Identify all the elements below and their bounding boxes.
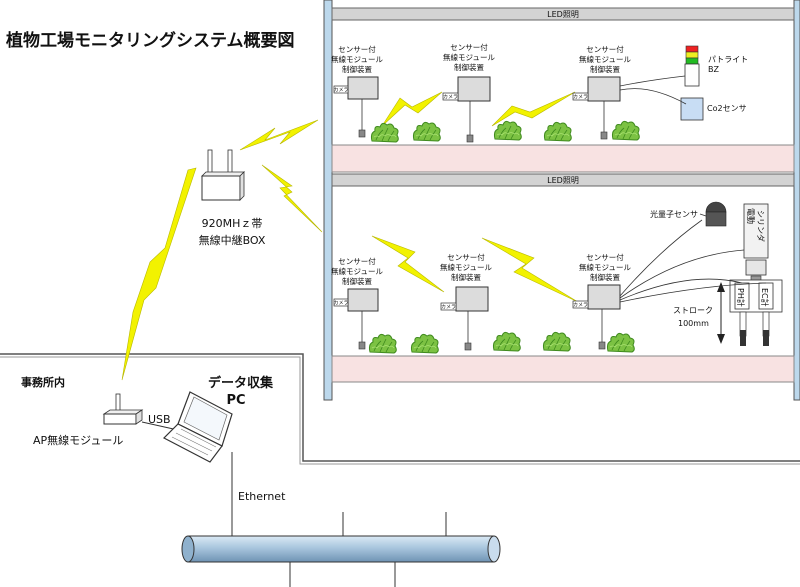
ap-module-icon <box>102 393 144 425</box>
svg-text:制御装置: 制御装置 <box>451 272 481 282</box>
wireless-bolt-relay-to-shelf-upper <box>239 119 319 151</box>
patlite-icon <box>684 45 700 87</box>
wireless-bolt-upper-1 <box>381 91 443 127</box>
svg-text:センサー付: センサー付 <box>338 44 376 54</box>
stroke-value: 100mm <box>678 319 709 328</box>
sensor-module-upper-2: センサー付 無線モジュール 制御装置 カメラ <box>442 42 495 143</box>
sensor-module-lower-1: センサー付 無線モジュール 制御装置 カメラ <box>331 256 383 350</box>
sensor-module-upper-1: センサー付 無線モジュール 制御装置 カメラ <box>331 44 383 138</box>
svg-text:制御装置: 制御装置 <box>342 64 372 74</box>
office-label: 事務所内 <box>21 375 65 389</box>
usb-cable <box>141 421 179 431</box>
wireless-bolt-lower-2 <box>481 237 579 303</box>
svg-text:無線モジュール: 無線モジュール <box>579 54 631 64</box>
svg-text:センサー付: センサー付 <box>450 42 488 52</box>
office-wall <box>0 353 800 462</box>
svg-text:センサー付: センサー付 <box>447 252 485 262</box>
svg-text:無線モジュール: 無線モジュール <box>331 54 383 64</box>
light-sensor-label: 光量子センサ <box>650 209 698 219</box>
sensor-module-upper-3: センサー付 無線モジュール 制御装置 カメラ <box>572 44 631 140</box>
wireless-bolt-lower-1 <box>371 235 445 293</box>
stroke-arrow-icon <box>717 282 725 344</box>
ethernet-backbone-cable <box>181 535 501 563</box>
led-light-bar-lower <box>331 173 795 187</box>
ap-module-label: AP無線モジュール <box>33 433 123 447</box>
page-title: 植物工場モニタリングシステム概要図 <box>6 30 295 51</box>
ethernet-label: Ethernet <box>238 490 286 503</box>
patlite-label: パトライト <box>708 55 748 64</box>
pc-label-1: データ収集 <box>208 375 274 391</box>
sensor-module-lower-3: センサー付 無線モジュール 制御装置 カメラ <box>572 252 631 350</box>
cylinder-label-2: シリンダ <box>756 210 766 242</box>
ph-meter-label: PH計 <box>736 288 746 307</box>
svg-text:カメラ: カメラ <box>333 88 348 94</box>
svg-text:制御装置: 制御装置 <box>590 64 620 74</box>
co2-sensor-label: Co2センサ <box>707 104 747 113</box>
svg-text:制御装置: 制御装置 <box>342 276 372 286</box>
svg-text:無線モジュール: 無線モジュール <box>443 52 495 62</box>
led-label-upper: LED照明 <box>547 10 579 19</box>
svg-text:制御装置: 制御装置 <box>454 62 484 72</box>
grow-bed-lower <box>331 355 795 383</box>
sensor-wires <box>619 219 767 303</box>
shelf-post-right <box>793 0 800 401</box>
grow-bed-upper <box>331 144 795 173</box>
svg-text:無線モジュール: 無線モジュール <box>331 266 383 276</box>
wireless-bolt-upper-2 <box>491 91 576 127</box>
svg-text:カメラ: カメラ <box>573 95 588 101</box>
shelf-post-left <box>323 0 333 401</box>
patlite-bz-label: BZ <box>708 65 719 74</box>
sensor-module-lower-2: センサー付 無線モジュール 制御装置 カメラ <box>440 252 492 351</box>
svg-text:カメラ: カメラ <box>333 301 348 307</box>
wireless-bolt-ap-to-relay <box>121 167 197 381</box>
led-label-lower: LED照明 <box>547 176 579 185</box>
lettuce-row-lower <box>368 331 635 354</box>
svg-text:無線モジュール: 無線モジュール <box>440 262 492 272</box>
svg-text:制御装置: 制御装置 <box>590 272 620 282</box>
svg-text:カメラ: カメラ <box>443 95 458 101</box>
svg-text:カメラ: カメラ <box>441 305 456 311</box>
svg-text:カメラ: カメラ <box>573 303 588 309</box>
relay-box-label-1: 920MHｚ帯 <box>202 217 263 230</box>
relay-box-label-2: 無線中継BOX <box>199 233 266 247</box>
cylinder-label-1: 電動 <box>746 208 755 224</box>
relay-box-icon <box>201 149 245 201</box>
stroke-label: ストローク <box>673 306 713 315</box>
electric-cylinder-icon <box>743 203 769 282</box>
svg-text:センサー付: センサー付 <box>586 44 624 54</box>
svg-text:センサー付: センサー付 <box>338 256 376 266</box>
svg-text:センサー付: センサー付 <box>586 252 624 262</box>
usb-label: USB <box>148 413 171 426</box>
pc-label-2: PC <box>226 393 245 408</box>
co2-sensor-icon <box>680 97 704 121</box>
ec-meter-label: EC計 <box>760 288 770 307</box>
lettuce-row-upper <box>370 120 640 143</box>
wireless-bolt-relay-to-shelf-lower <box>261 164 323 233</box>
laptop-pc-icon <box>162 391 233 463</box>
svg-text:無線モジュール: 無線モジュール <box>579 262 631 272</box>
light-sensor-icon <box>705 201 727 227</box>
led-light-bar-upper <box>331 7 795 21</box>
